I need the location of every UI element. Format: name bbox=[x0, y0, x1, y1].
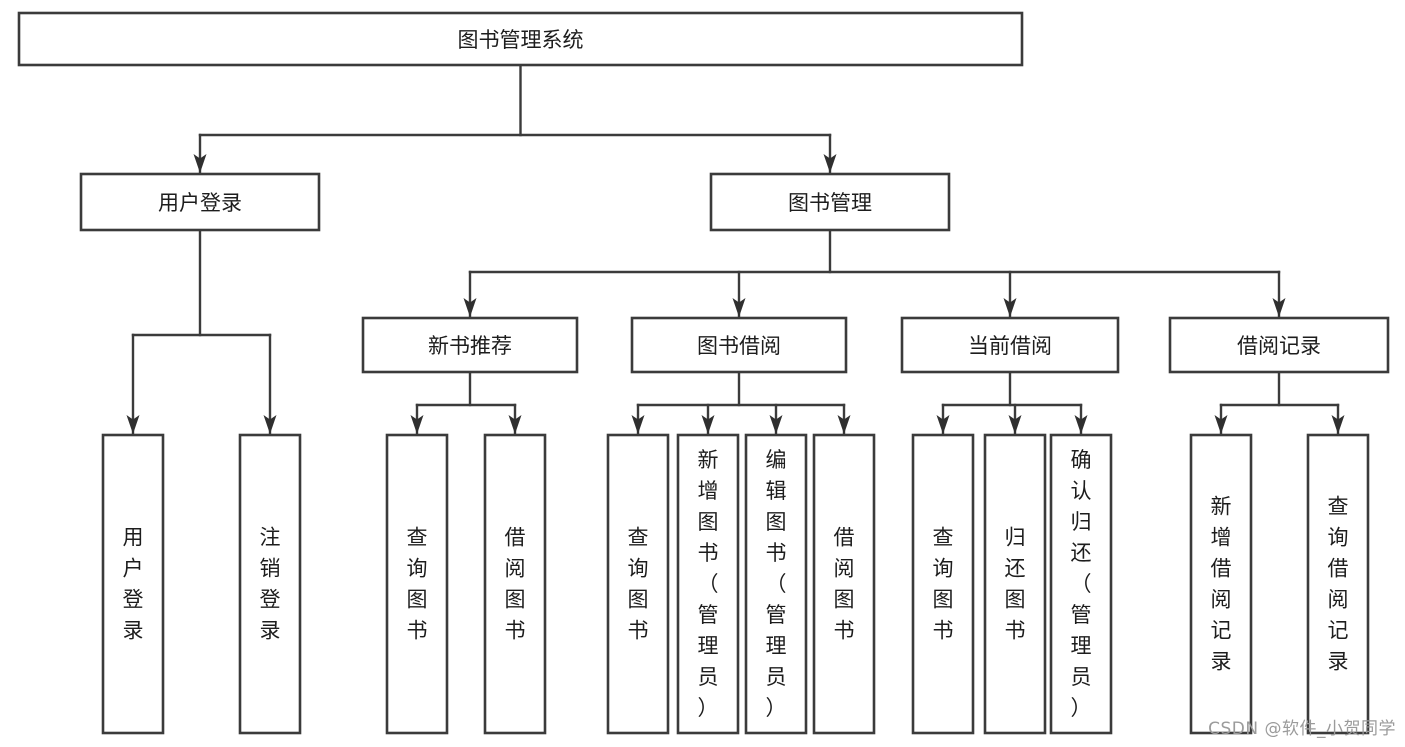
connector-layer bbox=[131, 63, 1340, 436]
arrow-head bbox=[701, 415, 715, 434]
node-label: 归还图书 bbox=[1005, 526, 1026, 643]
node-box[interactable] bbox=[17, 11, 1024, 67]
arrow-head bbox=[1272, 298, 1286, 317]
node-box[interactable] bbox=[676, 433, 740, 735]
node-label: 确认归还（管理员） bbox=[1071, 448, 1092, 720]
node-label: 图书管理 bbox=[788, 191, 872, 215]
arrow-head bbox=[1331, 415, 1345, 434]
node-label: 查询借阅记录 bbox=[1328, 495, 1349, 674]
node-leaf-query-book-borrow[interactable]: 查询图书 bbox=[606, 433, 670, 735]
node-label: 图书借阅 bbox=[697, 334, 781, 358]
node-box[interactable] bbox=[1168, 316, 1390, 374]
arrow-head bbox=[1074, 415, 1088, 434]
node-label: 新增借阅记录 bbox=[1211, 495, 1232, 674]
node-box[interactable] bbox=[79, 172, 321, 232]
node-box[interactable] bbox=[900, 316, 1120, 374]
node-leaf-logout[interactable]: 注销登录 bbox=[238, 433, 302, 735]
arrow-head bbox=[463, 298, 477, 317]
arrow-head bbox=[1214, 415, 1228, 434]
node-box[interactable] bbox=[983, 433, 1047, 735]
node-label: 编辑图书（管理员） bbox=[766, 448, 787, 720]
node-user-login[interactable]: 用户登录 bbox=[79, 172, 321, 232]
node-label: 用户登录 bbox=[123, 526, 144, 643]
node-root[interactable]: 图书管理系统 bbox=[17, 11, 1024, 67]
node-box[interactable] bbox=[1306, 433, 1370, 735]
arrow-head bbox=[410, 415, 424, 434]
node-box[interactable] bbox=[1189, 433, 1253, 735]
node-leaf-borrow-book-rec[interactable]: 借阅图书 bbox=[483, 433, 547, 735]
node-box[interactable] bbox=[812, 433, 876, 735]
node-box[interactable] bbox=[1049, 433, 1113, 735]
node-label: 借阅记录 bbox=[1237, 334, 1321, 358]
arrow-head bbox=[936, 415, 950, 434]
arrow-head bbox=[263, 415, 277, 434]
node-leaf-confirm-return[interactable]: 确认归还（管理员） bbox=[1049, 433, 1113, 735]
node-box[interactable] bbox=[911, 433, 975, 735]
node-box[interactable] bbox=[606, 433, 670, 735]
node-box[interactable] bbox=[101, 433, 165, 735]
node-label: 借阅图书 bbox=[834, 526, 855, 643]
node-label: 借阅图书 bbox=[505, 526, 526, 643]
node-label: 查询图书 bbox=[933, 526, 954, 643]
node-leaf-borrow-book[interactable]: 借阅图书 bbox=[812, 433, 876, 735]
node-leaf-query-book-rec[interactable]: 查询图书 bbox=[385, 433, 449, 735]
node-leaf-query-record[interactable]: 查询借阅记录 bbox=[1306, 433, 1370, 735]
node-leaf-user-login[interactable]: 用户登录 bbox=[101, 433, 165, 735]
node-label: 新书推荐 bbox=[428, 334, 512, 358]
node-box[interactable] bbox=[630, 316, 848, 374]
arrow-head bbox=[126, 415, 140, 434]
arrowhead-layer bbox=[126, 154, 1345, 434]
node-book-manage[interactable]: 图书管理 bbox=[709, 172, 951, 232]
node-label: 查询图书 bbox=[407, 526, 428, 643]
node-leaf-add-record[interactable]: 新增借阅记录 bbox=[1189, 433, 1253, 735]
node-label: 当前借阅 bbox=[968, 334, 1052, 358]
csdn-watermark: CSDN @软件_小贺同学 bbox=[1208, 719, 1396, 739]
node-new-book-recommend[interactable]: 新书推荐 bbox=[361, 316, 579, 374]
arrow-head bbox=[769, 415, 783, 434]
arrow-head bbox=[823, 154, 837, 173]
node-leaf-add-book[interactable]: 新增图书（管理员） bbox=[676, 433, 740, 735]
node-box[interactable] bbox=[238, 433, 302, 735]
node-box[interactable] bbox=[483, 433, 547, 735]
arrow-head bbox=[508, 415, 522, 434]
node-box[interactable] bbox=[744, 433, 808, 735]
node-label: 注销登录 bbox=[260, 526, 281, 643]
arrow-head bbox=[1008, 415, 1022, 434]
node-current-borrow[interactable]: 当前借阅 bbox=[900, 316, 1120, 374]
arrow-head bbox=[837, 415, 851, 434]
node-leaf-return-book[interactable]: 归还图书 bbox=[983, 433, 1047, 735]
arrow-head bbox=[732, 298, 746, 317]
node-label: 新增图书（管理员） bbox=[698, 448, 719, 720]
node-book-borrow[interactable]: 图书借阅 bbox=[630, 316, 848, 374]
node-box[interactable] bbox=[361, 316, 579, 374]
node-box[interactable] bbox=[385, 433, 449, 735]
node-leaf-query-book-cur[interactable]: 查询图书 bbox=[911, 433, 975, 735]
node-label: 查询图书 bbox=[628, 526, 649, 643]
node-label: 用户登录 bbox=[158, 191, 242, 215]
node-borrow-record[interactable]: 借阅记录 bbox=[1168, 316, 1390, 374]
node-layer: 图书管理系统用户登录图书管理新书推荐图书借阅当前借阅借阅记录用户登录注销登录查询… bbox=[17, 11, 1390, 735]
node-leaf-edit-book[interactable]: 编辑图书（管理员） bbox=[744, 433, 808, 735]
arrow-head bbox=[193, 154, 207, 173]
node-box[interactable] bbox=[709, 172, 951, 232]
arrow-head bbox=[1003, 298, 1017, 317]
arrow-head bbox=[631, 415, 645, 434]
node-label: 图书管理系统 bbox=[458, 28, 584, 52]
